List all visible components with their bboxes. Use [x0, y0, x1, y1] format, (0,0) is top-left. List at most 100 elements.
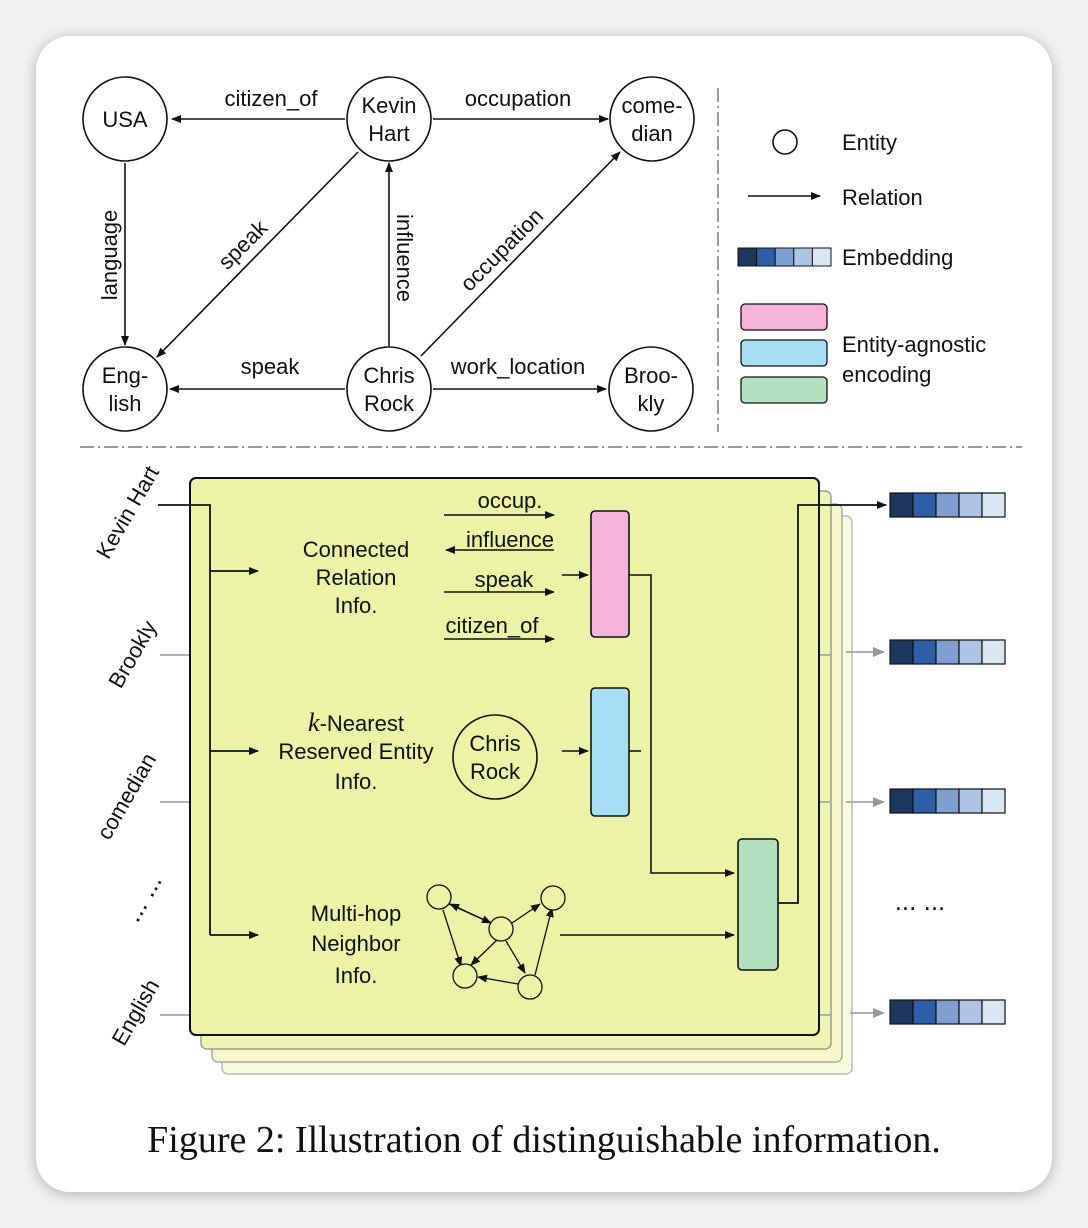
input-label-ellipsis: ... ...: [117, 868, 168, 927]
svg-text:Rock: Rock: [470, 759, 521, 784]
input-label-comedian: comedian: [92, 749, 161, 844]
legend: Entity Relation Embedding Entity-agnosti…: [737, 129, 986, 404]
knearest-title-rest: -Nearest: [320, 711, 404, 736]
k-symbol: k: [308, 708, 320, 737]
embedding-cell: [912, 639, 937, 665]
embedding-cell: [958, 788, 983, 814]
output-ellipsis: ... ...: [895, 886, 946, 916]
figure-caption: Figure 2: Illustration of distinguishabl…: [147, 1119, 941, 1161]
embedding-cell: [912, 492, 937, 518]
legend-pink-encoding: [740, 303, 828, 331]
legend-relation-label: Relation: [842, 185, 923, 210]
edge-occupation-diag: [420, 151, 621, 357]
svg-text:Neighbor: Neighbor: [311, 931, 400, 956]
svg-text:USA: USA: [102, 107, 148, 132]
svg-text:k-Nearest: k-Nearest: [308, 708, 404, 737]
embedding-cell: [958, 639, 983, 665]
legend-entity-icon: [772, 129, 798, 155]
output-embedding-brookly: [889, 639, 1006, 665]
svg-text:Relation: Relation: [316, 565, 397, 590]
multihop-block: Multi-hop Neighbor Info.: [311, 884, 735, 1000]
embedding-cell: [889, 999, 914, 1025]
connected-relation-block: Connected Relation Info. occup. influenc…: [303, 488, 589, 643]
output-embedding-comedian: [889, 788, 1006, 814]
svg-text:come-: come-: [621, 93, 682, 118]
embedding-cell: [935, 639, 960, 665]
edge-speak-diag: [156, 151, 359, 358]
relation-speak: speak: [475, 567, 535, 592]
label-speak-diag: speak: [213, 214, 273, 274]
pink-encoder-box: [590, 510, 630, 638]
node-kevin-hart: Kevin Hart: [346, 76, 432, 162]
svg-text:kly: kly: [638, 391, 665, 416]
embedding-cell: [981, 788, 1006, 814]
svg-text:Chris: Chris: [363, 363, 414, 388]
mini-graph: [426, 884, 566, 1000]
embedding-cell: [981, 999, 1006, 1025]
embedding-cell: [981, 492, 1006, 518]
reserved-entity-node: [452, 714, 538, 800]
svg-text:Multi-hop: Multi-hop: [311, 901, 401, 926]
relation-citizen-of: citizen_of: [446, 613, 540, 638]
svg-text:Kevin: Kevin: [361, 93, 416, 118]
model-diagram: Kevin Hart Brookly comedian ... ... Engl…: [91, 462, 1006, 1075]
svg-text:lish: lish: [108, 391, 141, 416]
node-brooklyn: Broo- kly: [608, 346, 694, 432]
node-usa: USA: [82, 76, 168, 162]
embedding-cell: [935, 788, 960, 814]
embedding-cell: [935, 492, 960, 518]
label-occupation-top: occupation: [465, 86, 571, 111]
output-embedding-kevin-hart: [889, 492, 1006, 518]
knearest-block: k-Nearest Reserved Entity Info. Chris Ro…: [278, 708, 589, 800]
embedding-cell: [935, 999, 960, 1025]
label-influence: influence: [392, 214, 417, 302]
embedding-cell: [958, 999, 983, 1025]
svg-text:dian: dian: [631, 121, 673, 146]
node-chris-rock: Chris Rock: [346, 346, 432, 432]
relation-influence: influence: [466, 527, 554, 552]
embedding-cell: [889, 788, 914, 814]
svg-text:Connected: Connected: [303, 537, 409, 562]
label-citizen-of: citizen_of: [225, 86, 319, 111]
embedding-cell: [981, 639, 1006, 665]
svg-text:Info.: Info.: [335, 769, 378, 794]
legend-encoding-label-2: encoding: [842, 362, 931, 387]
label-occupation-diag: occupation: [455, 203, 548, 296]
legend-embedding-label: Embedding: [842, 245, 953, 270]
input-route-kevin-hart: [158, 504, 211, 935]
svg-text:Info.: Info.: [335, 593, 378, 618]
embedding-cell: [889, 492, 914, 518]
input-label-brookly: Brookly: [103, 616, 161, 692]
pink-to-green: [629, 574, 735, 877]
embedding-cell: [912, 999, 937, 1025]
node-english: Eng- lish: [82, 346, 168, 432]
label-language: language: [97, 210, 122, 301]
svg-text:Hart: Hart: [368, 121, 410, 146]
svg-text:Info.: Info.: [335, 963, 378, 988]
knowledge-graph: citizen_of occupation language speak inf…: [82, 76, 695, 432]
node-comedian: come- dian: [609, 76, 695, 162]
embedding-cell: [889, 639, 914, 665]
green-to-output: [778, 501, 887, 904]
main-panel: [189, 477, 820, 1036]
label-speak-bottom: speak: [241, 354, 301, 379]
legend-encoding-label-1: Entity-agnostic: [842, 332, 986, 357]
green-encoder-box: [737, 838, 779, 971]
svg-text:Reserved Entity: Reserved Entity: [278, 739, 433, 764]
relation-occup: occup.: [478, 488, 543, 513]
label-work-location: work_location: [450, 354, 586, 379]
legend-entity-label: Entity: [842, 130, 897, 155]
blue-encoder-box: [590, 687, 630, 817]
input-label-kevin-hart: Kevin Hart: [91, 462, 164, 563]
svg-text:Rock: Rock: [364, 391, 415, 416]
embedding-cell: [912, 788, 937, 814]
legend-green-encoding: [740, 376, 828, 404]
svg-text:Chris: Chris: [469, 731, 520, 756]
svg-text:Broo-: Broo-: [624, 363, 678, 388]
svg-text:Eng-: Eng-: [102, 363, 148, 388]
input-label-english: English: [107, 975, 165, 1050]
legend-embedding-icon: [737, 247, 832, 267]
legend-blue-encoding: [740, 339, 828, 367]
embedding-cell: [958, 492, 983, 518]
